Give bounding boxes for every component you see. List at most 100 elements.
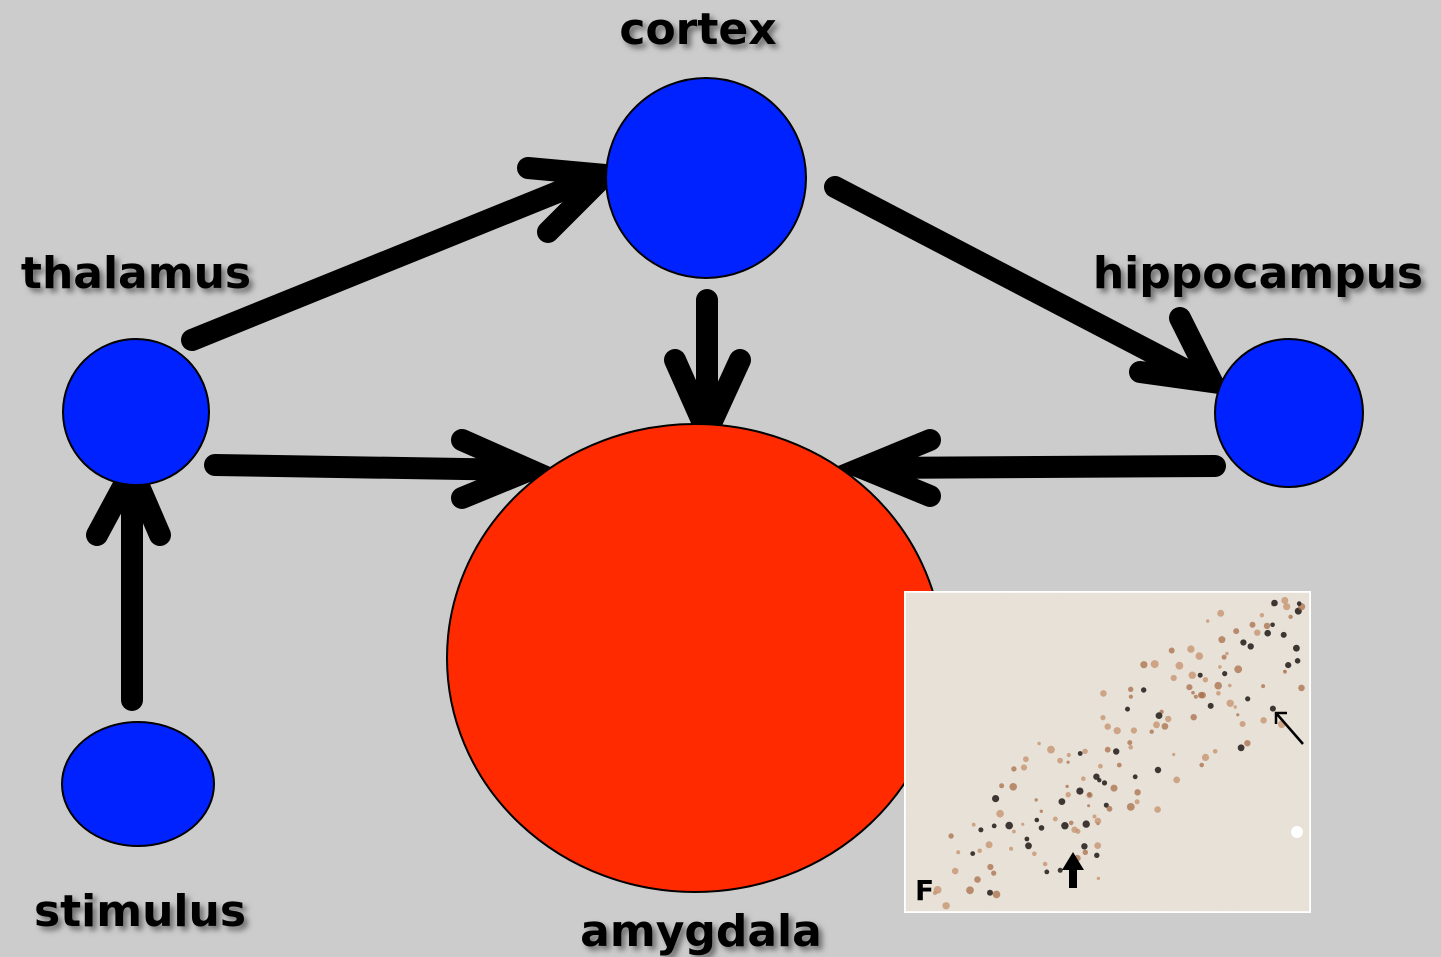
stained-cell	[1009, 847, 1013, 851]
stained-cell	[1206, 619, 1209, 622]
stained-cell	[1234, 665, 1242, 673]
stained-cell	[1005, 822, 1013, 830]
stained-cell	[1078, 751, 1083, 756]
stained-cell	[1270, 706, 1276, 712]
stained-cell	[1199, 692, 1206, 699]
stained-cell	[1107, 806, 1113, 812]
amygdala-node	[447, 424, 943, 892]
cortex-node	[606, 78, 806, 278]
stained-cell	[1035, 818, 1040, 823]
stained-cell	[966, 886, 974, 894]
stained-cell	[1021, 823, 1024, 826]
stained-cell	[1012, 830, 1016, 834]
stained-cell	[991, 871, 996, 876]
stained-cell	[1128, 687, 1133, 692]
stained-cell	[1281, 597, 1288, 604]
stained-cell	[1065, 785, 1068, 788]
stained-cell	[1187, 645, 1194, 652]
stained-cell	[1067, 761, 1070, 764]
stained-cell	[1240, 639, 1246, 645]
stained-cell	[1037, 742, 1041, 746]
stained-cell	[996, 810, 1004, 818]
stained-cell	[1134, 789, 1140, 795]
stained-cell	[1162, 723, 1169, 730]
stained-cell	[1250, 622, 1256, 628]
stained-cell	[1035, 798, 1038, 801]
stained-cell	[1100, 715, 1105, 720]
stained-cell	[1225, 652, 1229, 656]
stained-cell	[1040, 810, 1043, 813]
stained-cell	[1217, 610, 1224, 617]
stained-cell	[952, 868, 959, 875]
stained-cell	[1102, 780, 1107, 785]
arrow-hippocampus-to-amygdala	[862, 440, 1215, 496]
hippocampus-node	[1215, 339, 1363, 487]
stained-cell	[1238, 744, 1245, 751]
thalamus-node	[63, 339, 209, 485]
stained-cell	[992, 795, 999, 802]
stained-cell	[1169, 648, 1175, 654]
stained-cell	[1254, 630, 1260, 636]
stained-cell	[1234, 705, 1237, 708]
arrow-cortex-to-amygdala	[675, 300, 740, 432]
stained-cell	[1264, 623, 1270, 629]
stained-cell	[1069, 821, 1074, 826]
hippocampus-label: hippocampus	[1093, 248, 1423, 299]
micrograph-inset: F	[905, 592, 1310, 912]
stained-cell	[1199, 763, 1204, 768]
stained-cell	[1156, 712, 1163, 719]
thalamus-label: thalamus	[21, 248, 251, 299]
stained-cell	[1198, 673, 1203, 678]
stained-cell	[1222, 671, 1227, 676]
stained-cell	[1227, 700, 1234, 707]
stained-cell	[1191, 714, 1197, 720]
stained-cell	[1011, 766, 1016, 771]
stained-cell	[1153, 721, 1160, 728]
stained-cell	[1271, 600, 1278, 607]
stained-cell	[1236, 713, 1239, 716]
stained-cell	[974, 876, 981, 883]
stained-cell	[1298, 685, 1305, 692]
cortex-label: cortex	[619, 4, 776, 55]
stained-cell	[1196, 652, 1204, 660]
stained-cell	[1244, 740, 1250, 746]
amygdala-label: amygdala	[580, 906, 822, 957]
stained-cell	[1283, 603, 1290, 610]
stained-cell	[987, 864, 993, 870]
stained-cell	[956, 850, 960, 854]
inset-panel-label: F	[915, 874, 934, 907]
arrow-stimulus-to-thalamus	[97, 470, 160, 700]
stained-cell	[1233, 628, 1239, 634]
white-speck	[1291, 826, 1303, 838]
stained-cell	[1081, 843, 1087, 849]
stained-cell	[1066, 792, 1071, 797]
stained-cell	[1135, 799, 1140, 804]
stained-cell	[1189, 672, 1196, 679]
stained-cell	[1087, 804, 1090, 807]
stained-cell	[1127, 740, 1132, 745]
stained-cell	[1208, 703, 1214, 709]
stained-cell	[1172, 753, 1175, 756]
stimulus-label: stimulus	[34, 886, 246, 937]
stained-cell	[1216, 691, 1221, 696]
stained-cell	[1117, 763, 1122, 768]
stained-cell	[1203, 677, 1208, 682]
stained-cell	[1228, 684, 1232, 688]
stained-cell	[1043, 862, 1048, 867]
stained-cell	[1176, 662, 1184, 670]
stained-cell	[1202, 754, 1209, 761]
stained-cell	[1293, 645, 1300, 652]
stained-cell	[1194, 695, 1198, 699]
stained-cell	[1047, 746, 1055, 754]
stained-cell	[1021, 764, 1027, 770]
stained-cell	[1058, 868, 1063, 873]
stained-cell	[1105, 723, 1111, 729]
stained-cell	[1133, 774, 1138, 779]
stained-cell	[1111, 785, 1118, 792]
stained-cell	[1039, 825, 1045, 831]
stained-cell	[1151, 660, 1159, 668]
stained-cell	[1067, 753, 1071, 757]
stained-cell	[1141, 687, 1146, 692]
stained-cell	[972, 823, 976, 827]
stained-cell	[1114, 727, 1121, 734]
